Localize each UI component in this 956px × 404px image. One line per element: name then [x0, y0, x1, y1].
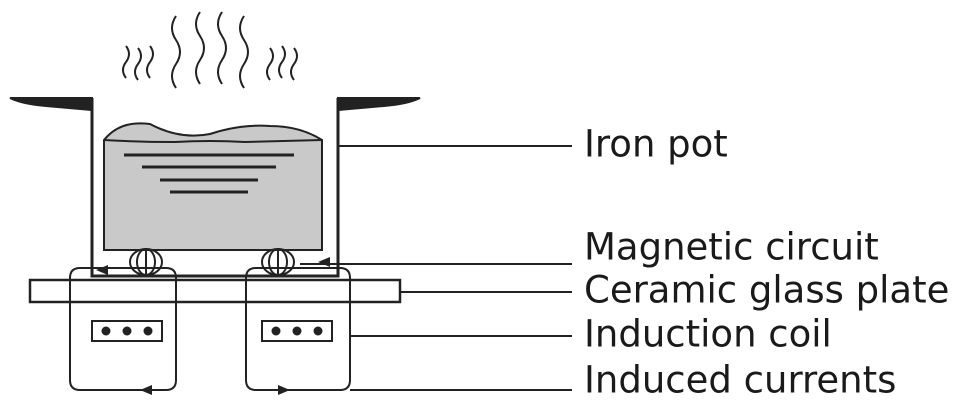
- heat-lines: [124, 153, 294, 194]
- induction-coil-left: [69, 267, 177, 391]
- ceramic-glass-plate: [28, 278, 402, 304]
- label-induction-coil: Induction coil: [584, 313, 832, 356]
- label-iron-pot: Iron pot: [584, 123, 728, 166]
- induction-coil-right: [245, 267, 351, 391]
- magnetic-ring-left: [129, 248, 163, 276]
- magnetic-ring-right: [261, 248, 295, 276]
- pot-body: [90, 98, 340, 278]
- pot-handle-right: [337, 97, 421, 112]
- label-induced-currents: Induced currents: [584, 359, 896, 402]
- label-ceramic-glass-plate: Ceramic glass plate: [584, 269, 949, 312]
- leader-lines: [300, 145, 572, 391]
- iron-pot: [9, 97, 421, 278]
- label-magnetic-circuit: Magnetic circuit: [584, 226, 879, 269]
- pot-handle-left: [9, 97, 93, 112]
- magnetic-circuit: [129, 248, 295, 276]
- steam-icon: [122, 11, 298, 89]
- current-arrows: [140, 385, 290, 395]
